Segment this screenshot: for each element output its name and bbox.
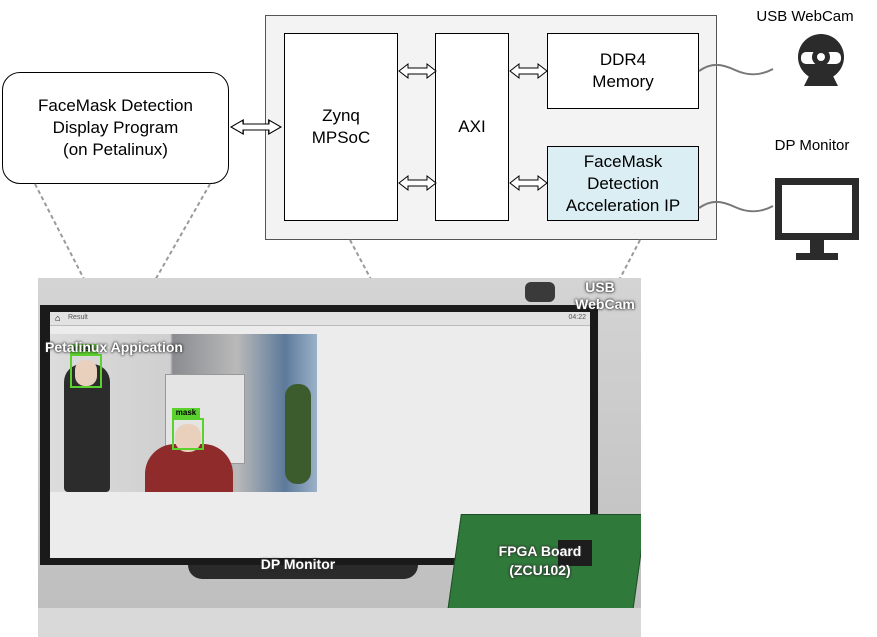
photo-monitor-screen: ⌂ Result 04:22 mask mask bbox=[50, 312, 590, 558]
person-left-face bbox=[75, 360, 97, 386]
photo-fpga-label-line-1: FPGA Board bbox=[498, 543, 582, 559]
zynq-line-2: MPSoC bbox=[311, 128, 371, 147]
axi-box: AXI bbox=[435, 33, 509, 221]
camera-feed: mask mask bbox=[50, 334, 317, 492]
arrow-zynq-axi-bottom bbox=[398, 175, 437, 191]
person-right bbox=[145, 444, 233, 492]
monitor-icon bbox=[775, 178, 859, 260]
webcam-device-label: USB WebCam bbox=[756, 8, 854, 25]
display-program-line-1: FaceMask Detection bbox=[38, 96, 193, 115]
ddr4-memory-box: DDR4 Memory bbox=[547, 33, 699, 109]
ddr4-line-2: Memory bbox=[592, 72, 654, 91]
zynq-mpsoc-box: Zynq MPSoC bbox=[284, 33, 398, 221]
person-right-face bbox=[175, 424, 201, 452]
ip-line-3: Acceleration IP bbox=[565, 195, 681, 215]
petalinux-app-label: Petalinux Appication bbox=[45, 339, 183, 355]
photo-fpga-label-line-2: (ZCU102) bbox=[509, 562, 571, 578]
display-program-line-2: Display Program bbox=[52, 118, 179, 137]
home-icon: ⌂ bbox=[55, 313, 61, 323]
face-box-right bbox=[172, 418, 204, 450]
photo-usb-label-line-2: WebCam bbox=[575, 296, 635, 312]
arrow-axi-ddr4 bbox=[509, 63, 548, 79]
screen-title: Result bbox=[68, 314, 88, 321]
display-program-line-3: (on Petalinux) bbox=[63, 140, 168, 159]
monitor-cable bbox=[698, 200, 774, 213]
setup-photo: ⌂ Result 04:22 mask mask bbox=[38, 278, 641, 637]
ip-line-1: FaceMask bbox=[583, 151, 663, 171]
face-box-left bbox=[70, 354, 102, 388]
photo-fpga-chip bbox=[558, 540, 592, 566]
monitor-device-label: DP Monitor bbox=[774, 137, 850, 154]
zynq-line-1: Zynq bbox=[322, 106, 360, 125]
acceleration-ip-box: FaceMask Detection Acceleration IP bbox=[547, 146, 699, 221]
screen-clock: 04:22 bbox=[568, 314, 586, 321]
arrow-zynq-axi-top bbox=[398, 63, 437, 79]
photo-usb-label-line-1: USB bbox=[585, 279, 615, 295]
plant bbox=[285, 384, 311, 484]
display-program-box: FaceMask Detection Display Program (on P… bbox=[2, 72, 229, 184]
mask-tag-left: mask bbox=[70, 344, 98, 354]
photo-monitor-stand bbox=[188, 565, 418, 579]
ip-line-2: Detection bbox=[587, 173, 659, 193]
mask-tag-right: mask bbox=[172, 408, 200, 418]
webcam-cable bbox=[698, 63, 774, 76]
webcam-icon bbox=[798, 34, 844, 86]
arrow-axi-ip bbox=[509, 175, 548, 191]
photo-table bbox=[38, 608, 641, 637]
ddr4-line-1: DDR4 bbox=[599, 50, 647, 69]
photo-dp-monitor-label: DP Monitor bbox=[260, 556, 336, 572]
axi-label: AXI bbox=[458, 117, 486, 136]
photo-webcam bbox=[525, 282, 555, 302]
arrow-program-zynq bbox=[230, 119, 282, 135]
screen-titlebar: ⌂ Result 04:22 bbox=[50, 312, 590, 326]
